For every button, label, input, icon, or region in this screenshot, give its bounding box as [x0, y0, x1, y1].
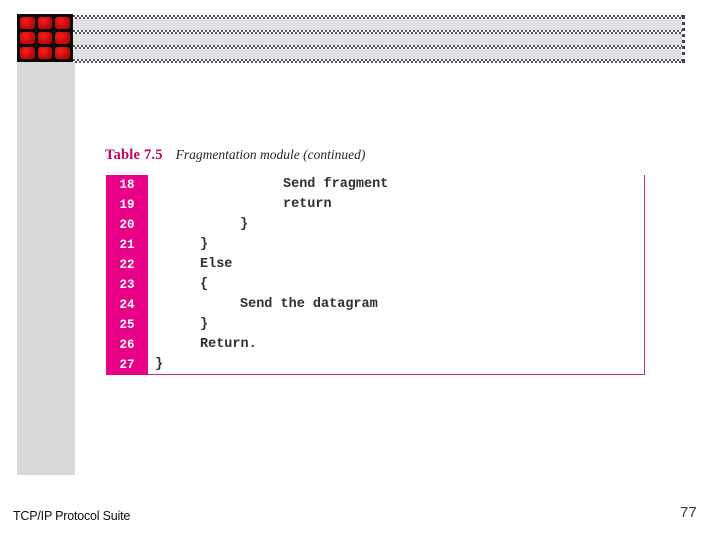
table-row: 24 Send the datagram	[106, 295, 644, 315]
table-row: 19 return	[106, 195, 644, 215]
logo-square	[20, 17, 35, 29]
red-grid-logo-icon	[17, 14, 73, 62]
logo-square	[20, 32, 35, 44]
logo-square	[37, 32, 53, 44]
header-stripe-band	[73, 15, 685, 63]
gray-band	[73, 49, 682, 59]
code-cell: }	[240, 217, 249, 232]
code-cell: Return.	[200, 337, 257, 352]
line-number-cell: 27	[106, 355, 148, 375]
table-row: 23 {	[106, 275, 644, 295]
line-number-cell: 25	[106, 315, 148, 335]
page-number: 77	[680, 504, 697, 521]
code-cell: Else	[200, 257, 233, 272]
logo-square	[55, 17, 70, 29]
code-cell: Send fragment	[283, 177, 389, 192]
logo-square	[37, 17, 53, 29]
logo-square	[20, 47, 35, 59]
code-cell: Send the datagram	[240, 297, 378, 312]
line-number-cell: 24	[106, 295, 148, 315]
line-number-cell: 18	[106, 175, 148, 195]
dotted-line	[73, 30, 682, 34]
logo-square	[55, 32, 70, 44]
code-table: 18 Send fragment 19 return 20 } 21 } 22 …	[106, 175, 645, 375]
logo-square	[55, 47, 70, 59]
line-number-cell: 22	[106, 255, 148, 275]
gray-band	[73, 34, 682, 45]
table-title-label: Table 7.5	[105, 147, 163, 163]
gray-band	[73, 19, 682, 30]
table-row: 25 }	[106, 315, 644, 335]
table-row: 18 Send fragment	[106, 175, 644, 195]
table-row: 26 Return.	[106, 335, 644, 355]
line-number-cell: 23	[106, 275, 148, 295]
line-number-cell: 26	[106, 335, 148, 355]
code-cell: {	[200, 277, 209, 292]
line-number-cell: 19	[106, 195, 148, 215]
dotted-line	[73, 45, 682, 49]
table-title-caption: Fragmentation module (continued)	[175, 147, 366, 162]
table-row: 22 Else	[106, 255, 644, 275]
code-cell: }	[155, 357, 164, 372]
line-number-cell: 21	[106, 235, 148, 255]
table-row: 21 }	[106, 235, 644, 255]
code-cell: }	[200, 237, 209, 252]
code-cell: }	[200, 317, 209, 332]
table-title: Table 7.5 Fragmentation module (continue…	[105, 147, 365, 164]
line-number-cell: 20	[106, 215, 148, 235]
table-row: 27 }	[106, 355, 644, 375]
sidebar-panel	[17, 62, 75, 475]
code-cell: return	[283, 197, 332, 212]
dotted-line	[73, 15, 682, 19]
footer-title: TCP/IP Protocol Suite	[13, 509, 131, 523]
dotted-line	[73, 59, 682, 63]
logo-square	[37, 47, 53, 59]
table-row: 20 }	[106, 215, 644, 235]
